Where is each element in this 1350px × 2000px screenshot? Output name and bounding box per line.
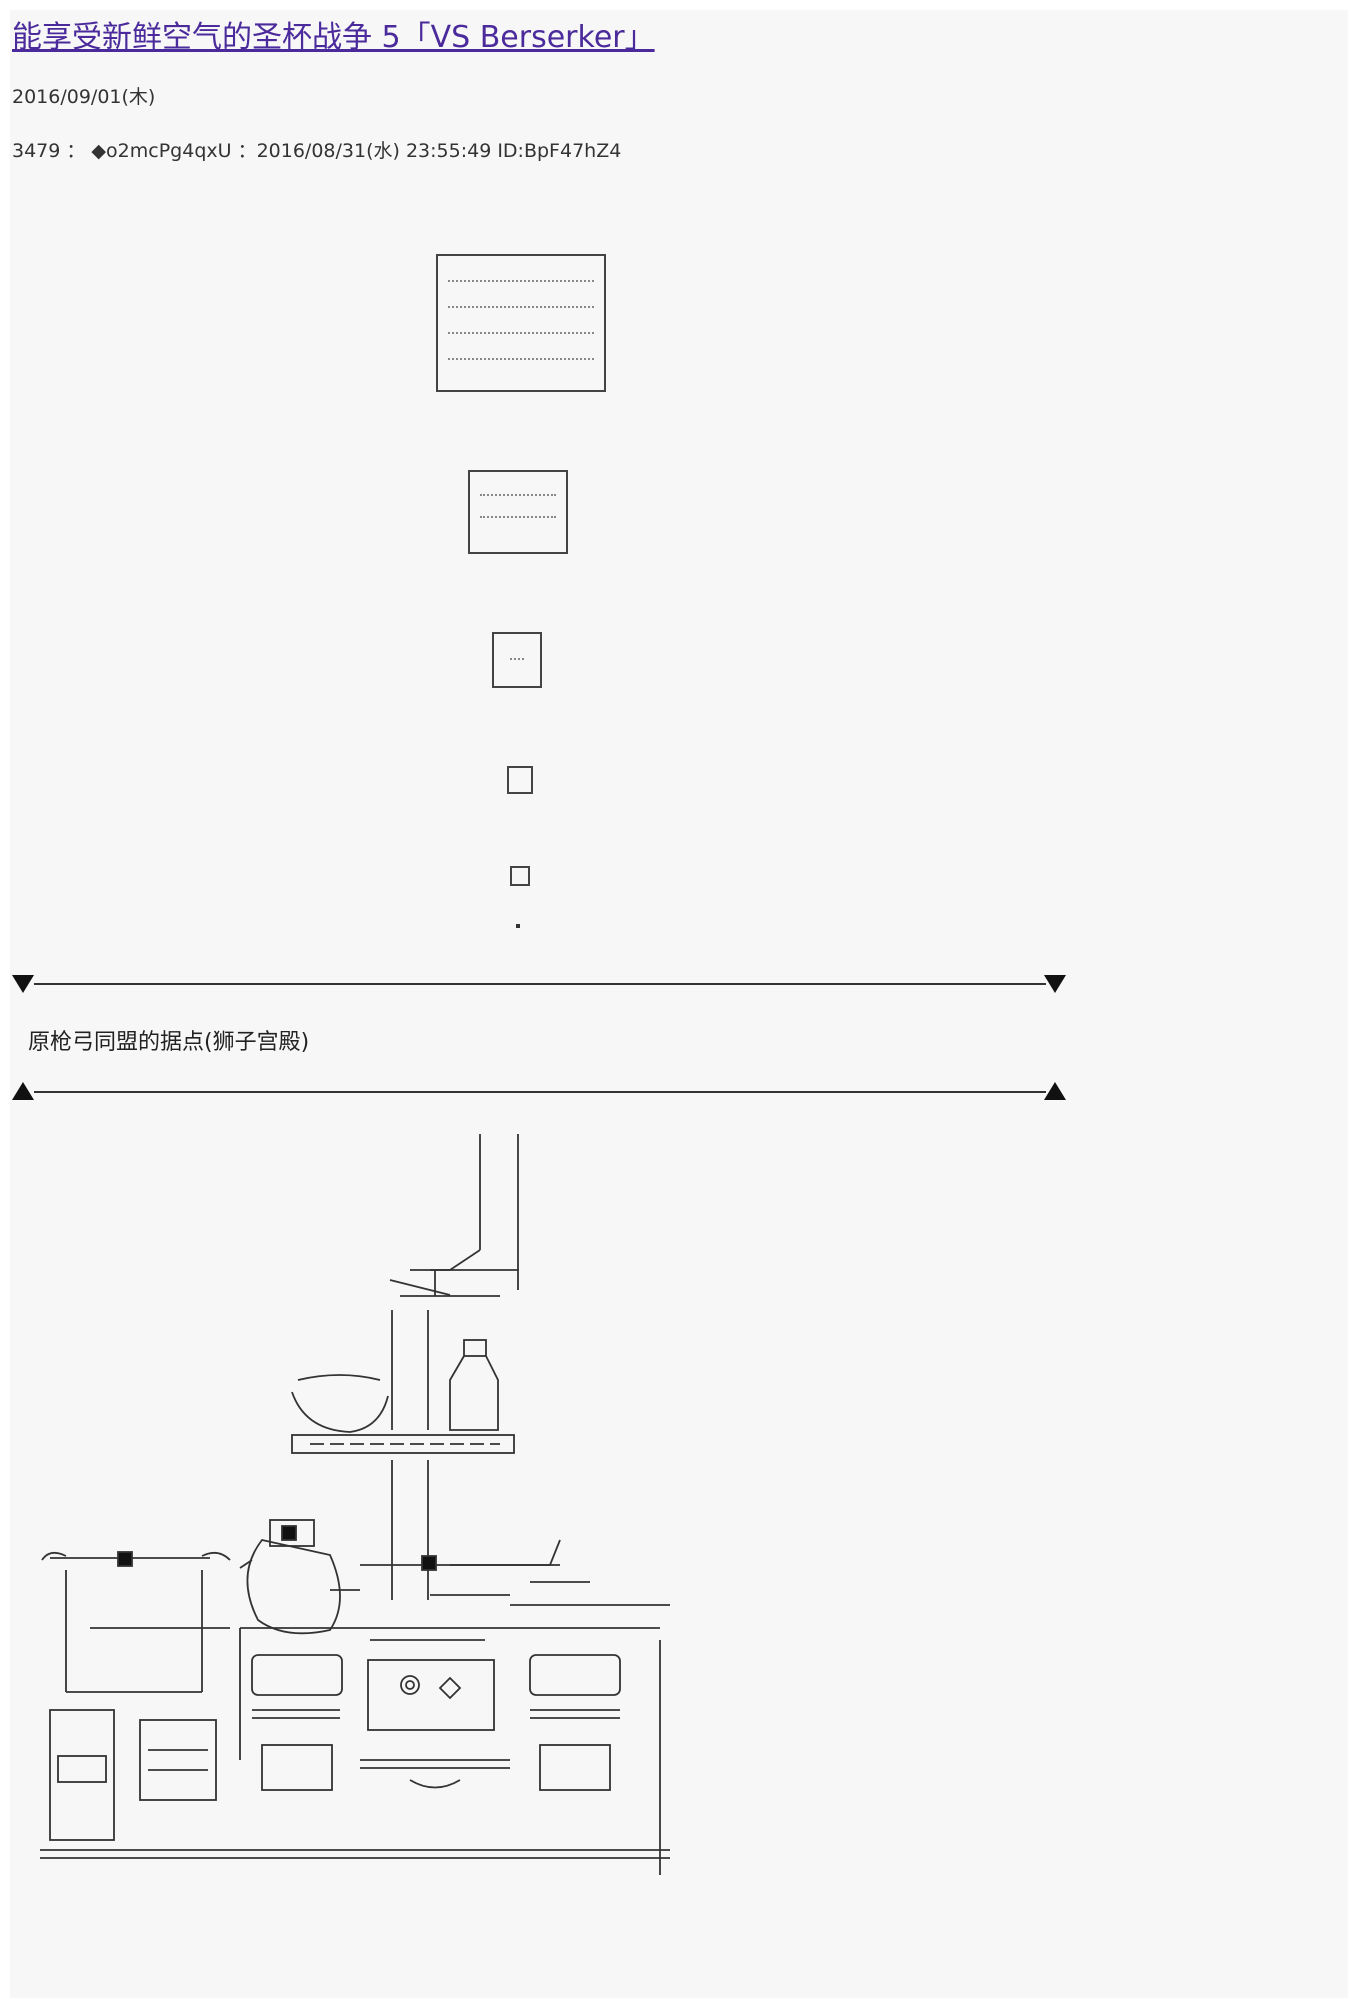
- shelf: [291, 1434, 515, 1454]
- window-frame-medium: [468, 470, 568, 554]
- drawers: [261, 1744, 611, 1791]
- divider-top: [34, 983, 1046, 985]
- duct-stack-lower: [391, 1310, 429, 1600]
- floor-line: [40, 1849, 670, 1859]
- window-frame-tiny: [507, 766, 533, 794]
- triangle-down-icon: [1044, 975, 1066, 993]
- window-frame-small: [492, 632, 542, 688]
- vanishing-dot: [516, 924, 520, 928]
- bowl: [291, 1374, 389, 1433]
- pot: [41, 1551, 231, 1693]
- oven-panel: [367, 1639, 495, 1731]
- lower-cabinets: [49, 1709, 217, 1841]
- range-hood-duct: [389, 1134, 519, 1297]
- kettle: [239, 1519, 341, 1635]
- triangle-down-icon: [12, 975, 34, 993]
- bottle: [449, 1339, 499, 1431]
- page-title-link[interactable]: 能享受新鲜空气的圣杯战争 5「VS Berserker」: [12, 20, 655, 55]
- stove-top: [330, 1539, 670, 1606]
- post-date: 2016/09/01(木): [12, 86, 156, 108]
- post-header: 3479 ： ◆o2mcPg4qxU ：2016/08/31(水) 23:55:…: [12, 140, 622, 162]
- right-burner: [529, 1654, 621, 1719]
- counter: [90, 1627, 661, 1875]
- triangle-up-icon: [1044, 1082, 1066, 1100]
- divider-bottom: [34, 1091, 1046, 1093]
- scene-location-label: 原枪弓同盟的据点(狮子宫殿): [28, 1030, 310, 1055]
- window-frame-large: [436, 254, 606, 392]
- kitchen-illustration: [40, 1134, 670, 1875]
- triangle-up-icon: [12, 1082, 34, 1100]
- window-frame-tiniest: [510, 866, 530, 886]
- left-burner: [251, 1654, 343, 1719]
- page: [10, 10, 1348, 1998]
